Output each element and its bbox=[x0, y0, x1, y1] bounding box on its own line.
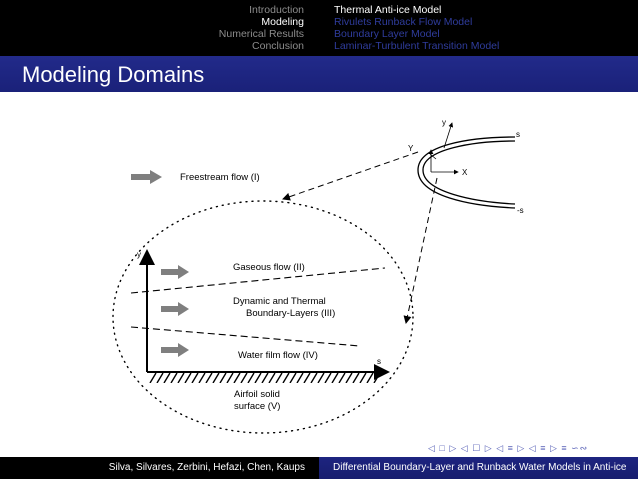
airfoil-s-label: s bbox=[516, 130, 520, 139]
freestream-label: Freestream flow (I) bbox=[180, 172, 260, 183]
nav-subsection-thermal-anti-ice[interactable]: Thermal Anti-ice Model bbox=[334, 4, 442, 16]
boundary-layer-arrow-icon bbox=[161, 302, 189, 316]
frame-title-bar: Modeling Domains bbox=[0, 56, 638, 92]
nav-subsection-laminar-turbulent[interactable]: Laminar-Turbulent Transition Model bbox=[334, 40, 500, 52]
nav-subsection-boundary-layer[interactable]: Boundary Layer Model bbox=[334, 28, 440, 40]
nav-section-conclusion[interactable]: Conclusion bbox=[252, 40, 304, 52]
airfoil-outer-contour bbox=[417, 136, 516, 209]
boundary-layer-label-line1: Dynamic and Thermal bbox=[233, 296, 326, 307]
footer-right: Differential Boundary-Layer and Runback … bbox=[319, 457, 638, 479]
airfoil-y-label: y bbox=[442, 118, 446, 127]
gaseous-flow-label: Gaseous flow (II) bbox=[233, 262, 305, 273]
gaseous-flow-arrow-icon bbox=[161, 265, 189, 279]
modeling-domains-diagram: Freestream flow (I) y Y X s -s y s bbox=[112, 118, 524, 434]
airfoil-inner-contour bbox=[422, 140, 516, 205]
water-film-edge-line bbox=[130, 326, 361, 347]
zoom-y-axis-label: y bbox=[137, 250, 141, 259]
section-nav: Introduction Modeling Numerical Results … bbox=[219, 4, 304, 52]
airfoil-y-arrow bbox=[443, 122, 454, 149]
zoom-s-axis-label: s bbox=[377, 357, 381, 366]
footer-bar: Silva, Silvares, Zerbini, Hefazi, Chen, … bbox=[0, 457, 638, 479]
airfoil-X-label: X bbox=[462, 168, 468, 177]
airfoil-s-tick bbox=[429, 153, 437, 160]
airfoil-Y-label: Y bbox=[408, 144, 414, 153]
freestream-arrow-icon bbox=[131, 170, 162, 184]
water-film-arrow-icon bbox=[161, 343, 189, 357]
airfoil-neg-s-label: -s bbox=[517, 206, 524, 215]
solid-surface-hatching bbox=[149, 373, 381, 383]
footer-authors: Silva, Silvares, Zerbini, Hefazi, Chen, … bbox=[108, 462, 305, 473]
solid-surface-label-line2: surface (V) bbox=[234, 401, 280, 412]
subsection-nav: Thermal Anti-ice Model Rivulets Runback … bbox=[334, 4, 499, 52]
nav-section-modeling[interactable]: Modeling bbox=[261, 16, 304, 28]
nav-section-numerical-results[interactable]: Numerical Results bbox=[218, 28, 304, 40]
nav-subsection-rivulets-runback[interactable]: Rivulets Runback Flow Model bbox=[334, 16, 473, 28]
boundary-layer-edge-line bbox=[130, 267, 386, 294]
boundary-layer-label-line2: Boundary-Layers (III) bbox=[246, 308, 335, 319]
beamer-navigation-symbols[interactable]: ◁ □ ▷ ◁ ☐ ▷ ◁ ≡ ▷ ◁ ≡ ▷ ≡ ∽∾ bbox=[428, 443, 589, 453]
zoom-region-ellipse bbox=[112, 200, 414, 434]
zoom-connector-upper bbox=[282, 151, 419, 201]
header-bar: Introduction Modeling Numerical Results … bbox=[0, 0, 638, 56]
frame-title: Modeling Domains bbox=[22, 62, 205, 87]
footer-left: Silva, Silvares, Zerbini, Hefazi, Chen, … bbox=[0, 457, 319, 479]
zoom-connector-lower bbox=[403, 177, 438, 324]
solid-surface-label-line1: Airfoil solid bbox=[234, 389, 280, 400]
nav-section-introduction[interactable]: Introduction bbox=[249, 4, 304, 16]
water-film-label: Water film flow (IV) bbox=[238, 350, 318, 361]
footer-title: Differential Boundary-Layer and Runback … bbox=[333, 462, 627, 473]
